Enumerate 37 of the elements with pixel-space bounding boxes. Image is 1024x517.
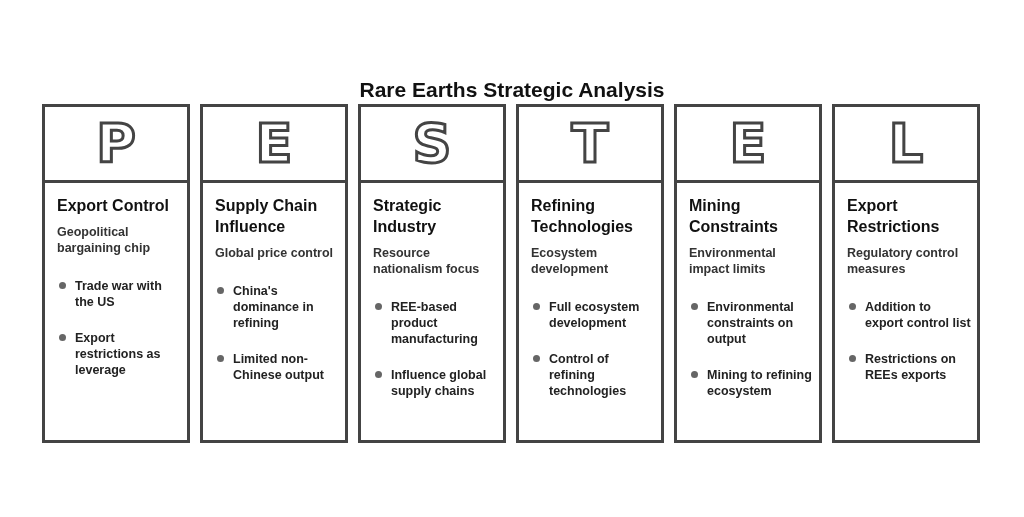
pestel-letter: L bbox=[888, 116, 924, 171]
bullet-text: Mining to refining ecosystem bbox=[707, 367, 813, 399]
bullet-text: Limited non-Chinese output bbox=[233, 351, 325, 383]
factor-heading: Refining Technologies bbox=[531, 196, 634, 237]
bullet-text: Addition to export control list bbox=[865, 299, 971, 331]
bullet-text: Restrictions on REEs exports bbox=[865, 351, 957, 383]
factor-heading: Supply Chain Influence bbox=[215, 196, 319, 237]
pestel-letter: E bbox=[255, 116, 293, 171]
pestel-letter: E bbox=[729, 116, 767, 171]
bullet-text: Export restrictions as leverage bbox=[75, 330, 162, 378]
bullet-text: Trade war with the US bbox=[75, 278, 163, 310]
pestel-column bbox=[832, 104, 980, 443]
bullet-text: Control of refining technologies bbox=[549, 351, 628, 399]
pestel-letter: S bbox=[412, 116, 452, 171]
pestel-column bbox=[200, 104, 348, 443]
factor-heading: Export Control bbox=[57, 196, 170, 216]
factor-summary: Regulatory control measures bbox=[847, 245, 960, 277]
diagram-title: Rare Earths Strategic Analysis bbox=[358, 78, 666, 102]
factor-summary: Geopolitical bargaining chip bbox=[57, 224, 152, 256]
pestel-column bbox=[674, 104, 822, 443]
factor-summary: Environmental impact limits bbox=[689, 245, 777, 277]
bullet-text: Environmental constraints on output bbox=[707, 299, 795, 347]
factor-summary: Global price control bbox=[215, 245, 335, 261]
bullet-text: Full ecosystem development bbox=[549, 299, 641, 331]
factor-heading: Strategic Industry bbox=[373, 196, 443, 237]
pestel-letter: P bbox=[96, 116, 136, 171]
factor-summary: Resource nationalism focus bbox=[373, 245, 481, 277]
pestel-column bbox=[42, 104, 190, 443]
bullet-text: Influence global supply chains bbox=[391, 367, 488, 399]
factor-summary: Ecosystem development bbox=[531, 245, 610, 277]
bullet-text: China's dominance in refining bbox=[233, 283, 315, 331]
bullet-text: REE-based product manufacturing bbox=[391, 299, 479, 347]
factor-heading: Export Restrictions bbox=[847, 196, 941, 237]
pestel-column bbox=[516, 104, 664, 443]
pestel-letter: T bbox=[571, 116, 609, 171]
factor-heading: Mining Constraints bbox=[689, 196, 779, 237]
pestel-column bbox=[358, 104, 506, 443]
